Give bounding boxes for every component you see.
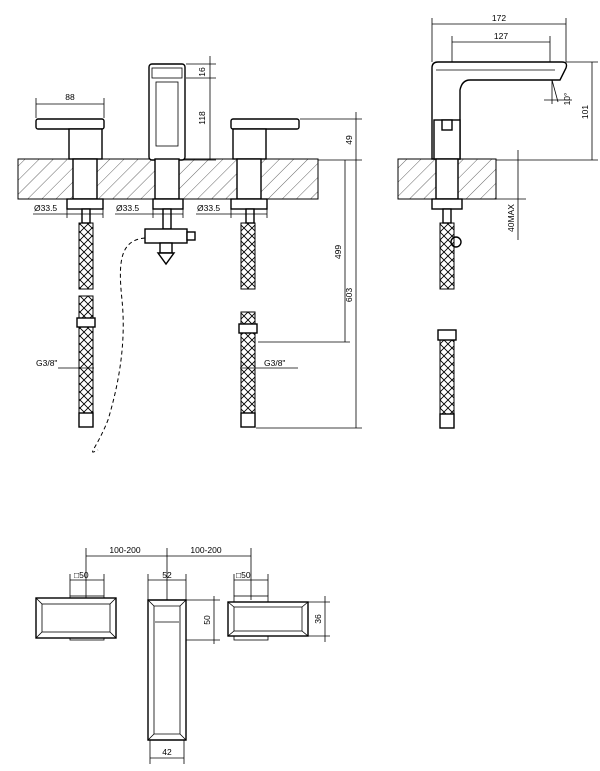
dim-36-label: 36 — [313, 614, 323, 624]
dim-118-label: 118 — [197, 111, 207, 125]
dim-bases: □50 □50 — [69, 570, 269, 596]
dim-10deg-label: 10° — [562, 93, 572, 106]
dim-42-label: 42 — [162, 747, 172, 757]
dim-52-label: 52 — [162, 570, 172, 580]
thread-right-label: G3/8" — [264, 358, 285, 368]
top-left-handle — [35, 595, 117, 641]
spout — [144, 63, 196, 266]
dim-deck-max: 40MAX — [496, 150, 526, 240]
left-handle — [35, 118, 105, 224]
dim-hole-right-label: Ø33.5 — [197, 203, 220, 213]
dim-base-right-label: □50 — [236, 570, 251, 580]
dim-handle-width: 88 — [35, 92, 105, 118]
dim-127-label: 127 — [494, 31, 508, 41]
dim-handle-depth: 36 — [308, 596, 330, 642]
dim-40max-label: 40MAX — [506, 204, 516, 232]
dim-spout-height: 16 118 — [180, 56, 216, 161]
thread-callouts: G3/8" G3/8" — [36, 358, 298, 369]
side-view: 172 127 10° 101 40MAX — [397, 13, 598, 429]
dim-side-lengths: 172 127 — [431, 13, 567, 62]
dim-hole-diameters: Ø33.5 Ø33.5 Ø33.5 — [33, 203, 268, 218]
flex-connection — [92, 237, 146, 453]
dim-499-label: 499 — [333, 245, 343, 259]
right-handle — [230, 118, 300, 224]
top-right-handle — [227, 595, 309, 641]
dim-50-label: 50 — [202, 615, 212, 625]
dim-101-label: 101 — [580, 105, 590, 119]
dim-spacing-right-label: 100-200 — [190, 545, 221, 555]
dim-side-height: 101 — [496, 61, 598, 161]
dim-spacing-left-label: 100-200 — [109, 545, 140, 555]
top-spout — [147, 599, 187, 741]
dim-88-label: 88 — [65, 92, 75, 102]
dim-603-label: 603 — [344, 288, 354, 302]
dim-side-angle: 10° — [544, 79, 572, 106]
dim-49-label: 49 — [344, 135, 354, 145]
dim-spout-top-width: 52 — [147, 570, 187, 600]
right-hose — [238, 222, 258, 428]
left-hose — [76, 222, 96, 428]
front-view: 88 16 118 49 499 603 — [17, 56, 362, 453]
dim-16-label: 16 — [197, 67, 207, 77]
thread-left-label: G3/8" — [36, 358, 57, 368]
dim-handle-height: 49 — [300, 112, 362, 160]
top-view: 100-200 100-200 □50 □50 52 — [35, 545, 330, 764]
dim-spacing: 100-200 100-200 — [85, 545, 252, 600]
dim-spout-depth: 50 — [186, 596, 220, 644]
dim-base-left-label: □50 — [74, 570, 89, 580]
dim-spout-base: 42 — [149, 740, 185, 764]
dim-hole-center-label: Ø33.5 — [116, 203, 139, 213]
dim-hose-lengths: 499 603 — [256, 159, 362, 429]
dim-hole-left-label: Ø33.5 — [34, 203, 57, 213]
dim-172-label: 172 — [492, 13, 506, 23]
